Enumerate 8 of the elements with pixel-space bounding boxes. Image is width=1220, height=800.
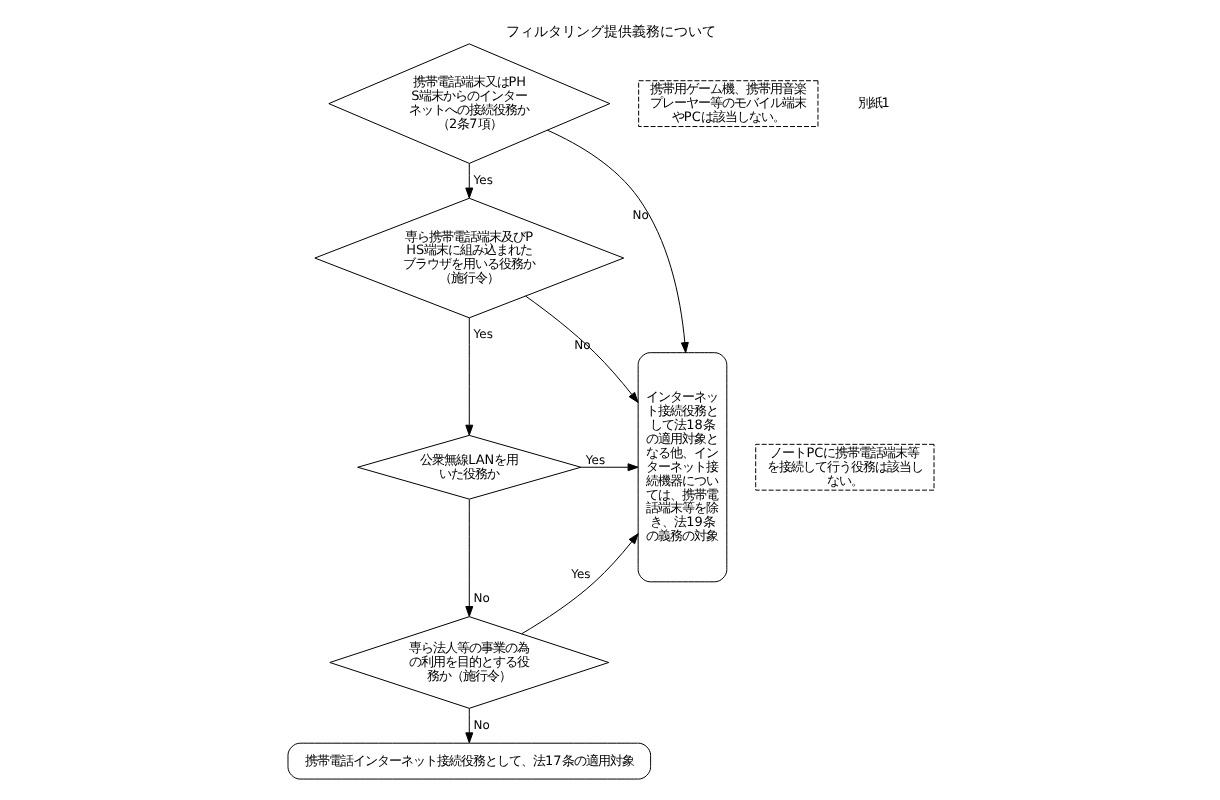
arrow [464, 317, 473, 436]
arrow [524, 295, 638, 403]
arrow [579, 463, 638, 472]
arrow [520, 533, 638, 635]
arrow [464, 707, 473, 744]
arrow [464, 498, 473, 617]
arrow [545, 129, 688, 354]
arrow [464, 163, 473, 199]
